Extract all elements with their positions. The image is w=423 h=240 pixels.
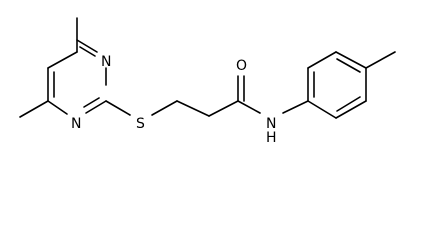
- bond-ar4-methyl: [365, 51, 396, 69]
- bond-ch2-co: [208, 100, 239, 117]
- bond-c2-s: [105, 100, 131, 116]
- bond-ch2-ch2: [176, 100, 210, 117]
- bond-ar3-ar4-inner: [336, 58, 361, 73]
- atom-label-h-amide: H: [266, 130, 277, 143]
- bond-c5-c4: [47, 51, 78, 69]
- bond-c6-methyl: [19, 100, 49, 118]
- atom-label-o: O: [236, 58, 247, 74]
- bond-c2-n1: [85, 100, 107, 114]
- bond-c-n: [237, 100, 261, 114]
- bond-ar6-ar1: [307, 100, 337, 119]
- atom-label-s: S: [136, 116, 145, 132]
- benzene-ring: [307, 51, 367, 119]
- bond-s-ch2: [151, 100, 178, 116]
- atom-label-n-top: N: [101, 54, 111, 70]
- bond-c4-n3: [76, 39, 98, 53]
- bond-ar5-ar6: [335, 100, 367, 119]
- bond-n-aryl: [282, 100, 309, 114]
- atom-label-n-amide: N: [266, 116, 276, 132]
- bond-c2-n1-inner: [83, 97, 100, 108]
- bond-c4-n3-inner: [79, 46, 96, 57]
- bond-ar3-ar4: [335, 51, 367, 69]
- bond-ar5-ar6-inner: [336, 96, 361, 112]
- bond-n1-c6: [47, 100, 68, 115]
- bond-ar2-ar3: [307, 51, 337, 69]
- chemical-structure-diagram: N N S O N H: [19, 17, 396, 143]
- atom-label-n-bottom: N: [71, 116, 81, 132]
- pyrimidine-ring: [47, 39, 107, 115]
